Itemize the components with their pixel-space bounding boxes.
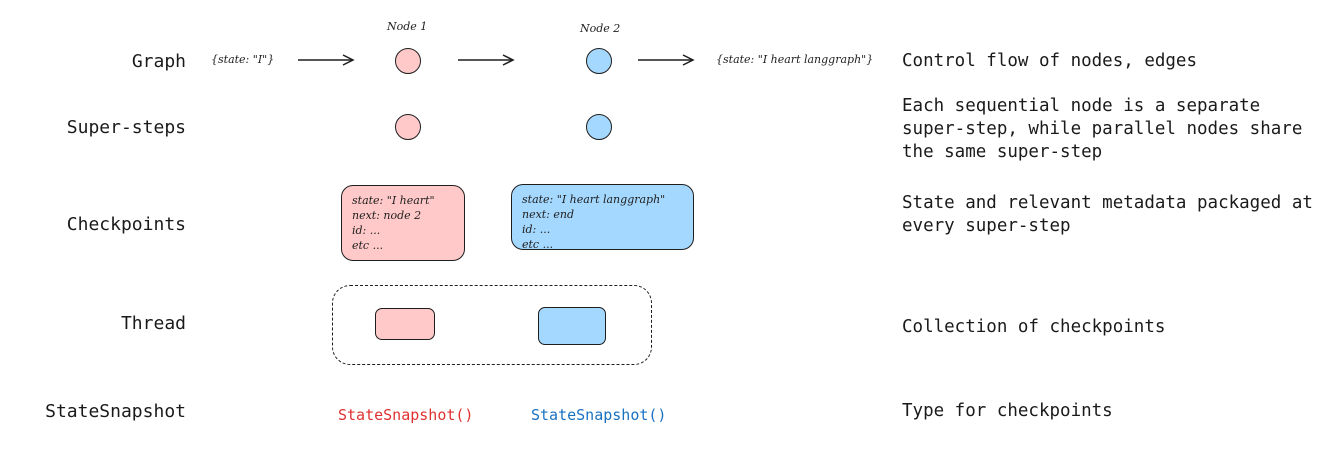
checkpoint2-line-etc: etc ... [522, 238, 554, 251]
arrow-node2-to-output [638, 54, 695, 66]
checkpoint-card-2: state: "I heart langgraph" next: end id:… [511, 184, 694, 251]
desc-graph: Control flow of nodes, edges [902, 51, 1198, 71]
checkpoint1-line-next: next: node 2 [352, 209, 422, 222]
desc-state-snapshot: Type for checkpoints [902, 401, 1113, 421]
checkpoint2-line-id: id: ... [522, 223, 551, 236]
thread-container [332, 285, 652, 365]
row-label-state-snapshot: StateSnapshot [45, 401, 186, 422]
state-snapshot-call-2: StateSnapshot() [531, 406, 667, 424]
desc-thread: Collection of checkpoints [902, 317, 1166, 337]
thread-checkpoint-2 [538, 307, 606, 345]
checkpoint2-line-next: next: end [522, 208, 575, 221]
checkpoint1-line-state: state: "I heart" [352, 194, 435, 207]
row-label-thread: Thread [120, 313, 186, 334]
checkpoint2-line-state: state: "I heart langgraph" [522, 193, 666, 206]
checkpoint-card-1: state: "I heart" next: node 2 id: ... et… [341, 185, 465, 261]
arrow-input-to-node1 [298, 54, 355, 66]
desc-super-steps: Each sequential node is a separate super… [902, 96, 1303, 162]
output-state: {state: "I heart langgraph"} [716, 53, 874, 66]
row-label-checkpoints: Checkpoints [66, 214, 186, 235]
node1-circle [395, 48, 421, 74]
row-label-super-steps: Super-steps [66, 117, 186, 138]
node1-label: Node 1 [387, 20, 428, 33]
checkpoint1-line-etc: etc ... [352, 239, 384, 252]
checkpoint1-line-id: id: ... [352, 224, 381, 237]
row-label-graph: Graph [131, 51, 186, 72]
arrow-node1-to-node2 [458, 54, 515, 66]
node2-circle [586, 48, 612, 74]
desc-checkpoints: State and relevant metadata packaged at … [902, 193, 1313, 236]
super-step2-circle [586, 114, 612, 140]
state-snapshot-call-1: StateSnapshot() [338, 406, 474, 424]
super-step1-circle [395, 114, 421, 140]
input-state: {state: "I"} [211, 53, 275, 66]
thread-checkpoint-1 [375, 308, 435, 340]
node2-label: Node 2 [580, 22, 621, 35]
